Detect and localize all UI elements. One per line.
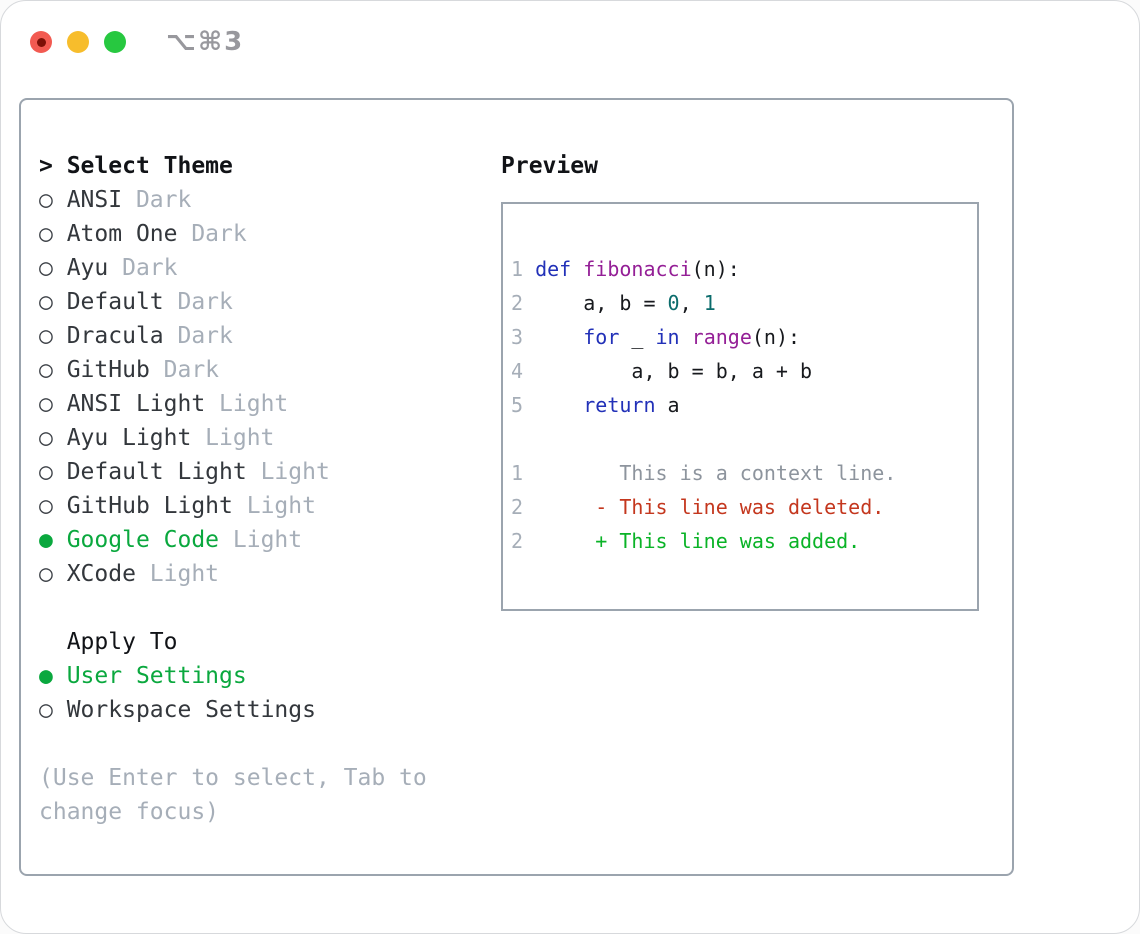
radio-icon: ○ bbox=[39, 697, 53, 723]
theme-name: Ayu Light bbox=[66, 425, 192, 451]
theme-item[interactable]: ○ ANSI Light Light bbox=[39, 387, 501, 421]
apply-option-label: User Settings bbox=[66, 663, 247, 689]
radio-icon: ○ bbox=[39, 425, 53, 451]
theme-item[interactable]: ○ Default Dark bbox=[39, 285, 501, 319]
help-text: (Use Enter to select, Tab to change focu… bbox=[39, 761, 501, 829]
window-shortcut-label: ⌥⌘3 bbox=[166, 27, 245, 57]
apply-to-options: ● User Settings ○ Workspace Settings bbox=[39, 659, 501, 727]
theme-variant: Light bbox=[205, 425, 275, 451]
theme-variant: Light bbox=[219, 391, 289, 417]
radio-icon: ○ bbox=[39, 255, 53, 281]
preview-title: Preview bbox=[501, 153, 598, 179]
apply-to-header: Apply To bbox=[39, 625, 501, 659]
theme-name: Default bbox=[66, 289, 164, 315]
theme-item[interactable]: ○ GitHub Dark bbox=[39, 353, 501, 387]
theme-name: XCode bbox=[66, 561, 136, 587]
theme-variant: Dark bbox=[122, 255, 178, 281]
theme-item[interactable]: ○ Ayu Light Light bbox=[39, 421, 501, 455]
theme-name: ANSI bbox=[66, 187, 123, 213]
preview-panel: Preview 1 def fibonacci(n): 2 a, b = 0, 1… bbox=[501, 149, 1012, 611]
theme-list-panel: > Select Theme ○ ANSI Dark ○ Atom One Da… bbox=[39, 149, 501, 829]
radio-icon: ○ bbox=[39, 561, 53, 587]
preview-code-line: 2 + This line was added. bbox=[511, 529, 861, 553]
theme-variant: Light bbox=[232, 527, 303, 553]
focus-caret-icon: > bbox=[39, 153, 53, 179]
minimize-button[interactable] bbox=[67, 31, 89, 53]
apply-option-label: Workspace Settings bbox=[66, 697, 316, 723]
help-text-line: change focus) bbox=[39, 799, 220, 825]
tui-frame: > Select Theme ○ ANSI Dark ○ Atom One Da… bbox=[19, 98, 1014, 876]
preview-code-line: 5 return a bbox=[511, 393, 680, 417]
theme-name: GitHub bbox=[66, 357, 150, 383]
theme-name: GitHub Light bbox=[66, 493, 233, 519]
header-indent bbox=[39, 625, 53, 659]
preview-code-line: 4 a, b = b, a + b bbox=[511, 359, 813, 383]
theme-item[interactable]: ○ Ayu Dark bbox=[39, 251, 501, 285]
preview-code: 1 def fibonacci(n): 2 a, b = 0, 1 3 for _ … bbox=[511, 252, 977, 558]
apply-to-title: Apply To bbox=[66, 629, 178, 655]
theme-name: Google Code bbox=[66, 527, 220, 553]
theme-variant: Dark bbox=[191, 221, 247, 247]
radio-icon: ○ bbox=[39, 357, 53, 383]
preview-code-line: 2 - This line was deleted. bbox=[511, 495, 885, 519]
help-text-line: (Use Enter to select, Tab to bbox=[39, 765, 427, 791]
theme-name: Dracula bbox=[66, 323, 164, 349]
preview-code-line: 2 a, b = 0, 1 bbox=[511, 291, 716, 315]
select-theme-header: > Select Theme bbox=[39, 149, 501, 183]
zoom-button[interactable] bbox=[104, 31, 126, 53]
theme-variant: Dark bbox=[163, 357, 220, 383]
radio-icon: ○ bbox=[39, 493, 53, 519]
preview-code-line: 3 for _ in range(n): bbox=[511, 325, 801, 349]
theme-variant: Light bbox=[246, 493, 316, 519]
theme-variant: Dark bbox=[135, 187, 192, 213]
theme-item[interactable]: ○ Dracula Dark bbox=[39, 319, 501, 353]
preview-code-line bbox=[511, 422, 977, 456]
preview-code-line: 1 This is a context line. bbox=[511, 461, 897, 485]
preview-code-line: 1 def fibonacci(n): bbox=[511, 257, 740, 281]
theme-variant: Dark bbox=[177, 323, 233, 349]
apply-option[interactable]: ● User Settings bbox=[39, 659, 501, 693]
theme-name: Default Light bbox=[66, 459, 247, 485]
radio-icon: ○ bbox=[39, 221, 53, 247]
spacer bbox=[39, 727, 501, 761]
titlebar: ⌥⌘3 bbox=[30, 27, 244, 57]
radio-icon: ● bbox=[39, 663, 53, 689]
close-button[interactable] bbox=[30, 31, 52, 53]
radio-icon: ○ bbox=[39, 289, 53, 315]
theme-item[interactable]: ○ XCode Light bbox=[39, 557, 501, 591]
theme-name: ANSI Light bbox=[66, 391, 206, 417]
close-dot-icon bbox=[36, 37, 46, 47]
theme-list: ○ ANSI Dark ○ Atom One Dark ○ Ayu Dark bbox=[39, 183, 501, 591]
preview-box: 1 def fibonacci(n): 2 a, b = 0, 1 3 for _ … bbox=[501, 202, 979, 611]
radio-icon: ● bbox=[39, 527, 53, 553]
spacer bbox=[39, 591, 501, 625]
theme-item[interactable]: ○ ANSI Dark bbox=[39, 183, 501, 217]
select-theme-title: Select Theme bbox=[66, 153, 233, 179]
theme-name: Atom One bbox=[66, 221, 178, 247]
radio-icon: ○ bbox=[39, 323, 53, 349]
radio-icon: ○ bbox=[39, 187, 53, 213]
radio-icon: ○ bbox=[39, 459, 53, 485]
theme-variant: Light bbox=[260, 459, 330, 485]
theme-item[interactable]: ○ Atom One Dark bbox=[39, 217, 501, 251]
theme-variant: Light bbox=[149, 561, 220, 587]
radio-icon: ○ bbox=[39, 391, 53, 417]
theme-variant: Dark bbox=[177, 289, 233, 315]
theme-item[interactable]: ○ GitHub Light Light bbox=[39, 489, 501, 523]
theme-item[interactable]: ○ Default Light Light bbox=[39, 455, 501, 489]
theme-name: Ayu bbox=[66, 255, 109, 281]
theme-item[interactable]: ● Google Code Light bbox=[39, 523, 501, 557]
apply-option[interactable]: ○ Workspace Settings bbox=[39, 693, 501, 727]
